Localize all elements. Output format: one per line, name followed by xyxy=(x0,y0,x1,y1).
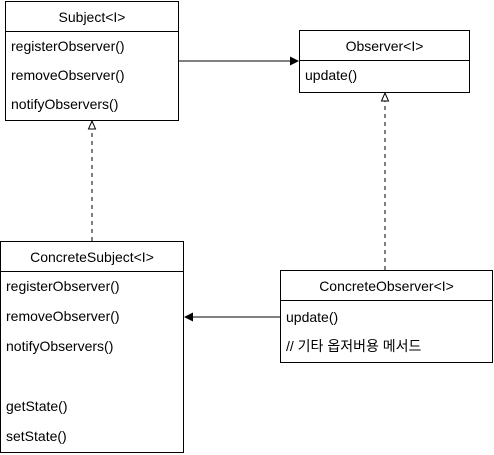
association-arrowhead-concretesubject xyxy=(184,312,193,322)
realization-arrowhead-observer xyxy=(380,91,390,102)
subject-class-title: Subject<I> xyxy=(6,2,178,32)
concretesubject-class-box[interactable]: ConcreteSubject<I> registerObserver() re… xyxy=(0,241,184,453)
concretesubject-method: getState() xyxy=(6,398,68,414)
concretesubject-method: setState() xyxy=(6,428,67,444)
concretesubject-method: registerObserver() xyxy=(6,278,120,294)
association-arrowhead-observer xyxy=(290,56,299,66)
realization-arrowhead-subject xyxy=(87,119,97,130)
concretesubject-class-title: ConcreteSubject<I> xyxy=(1,242,183,272)
concretesubject-method: notifyObservers() xyxy=(6,338,114,354)
concreteobserver-class-box[interactable]: ConcreteObserver<I> update() // 기타 옵저버용 … xyxy=(280,270,493,363)
concreteobserver-method: update() xyxy=(286,309,339,325)
subject-method: removeObserver() xyxy=(11,67,125,83)
observer-method: update() xyxy=(305,67,358,83)
concreteobserver-comment: // 기타 옵저버용 메서드 xyxy=(286,338,422,354)
concreteobserver-class-title: ConcreteObserver<I> xyxy=(281,271,492,301)
subject-method: notifyObservers() xyxy=(11,96,119,112)
observer-class-title: Observer<I> xyxy=(300,31,469,61)
concretesubject-method: removeObserver() xyxy=(6,308,120,324)
subject-method: registerObserver() xyxy=(11,38,125,54)
observer-class-box[interactable]: Observer<I> update() xyxy=(299,30,470,93)
subject-class-box[interactable]: Subject<I> registerObserver() removeObse… xyxy=(5,1,179,121)
